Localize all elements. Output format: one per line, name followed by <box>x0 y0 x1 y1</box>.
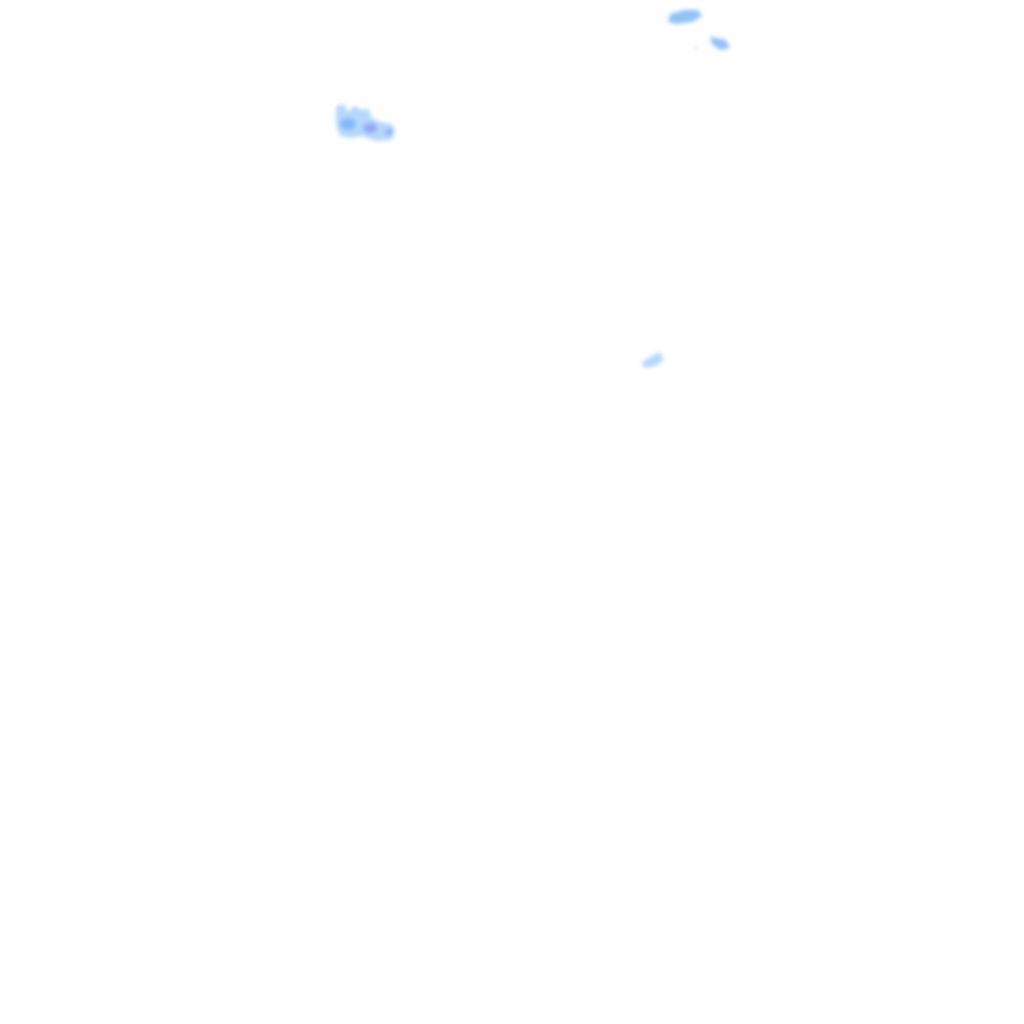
precip-cell-central <box>642 352 664 368</box>
precip-cell-north <box>668 10 730 50</box>
precip-cell-west <box>336 104 395 141</box>
